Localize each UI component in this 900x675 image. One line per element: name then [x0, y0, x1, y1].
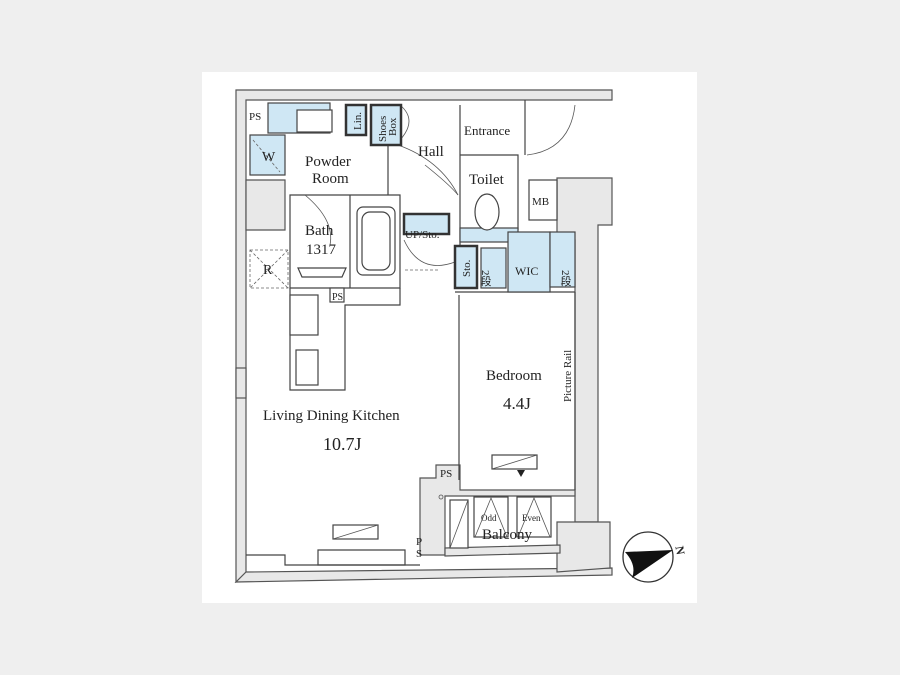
- label-ldk-size: 10.7J: [323, 434, 362, 454]
- label-washer: W: [262, 150, 276, 165]
- meter-box: [528, 179, 558, 221]
- label-bedroom: Bedroom: [486, 368, 542, 384]
- label-ps-balcony: PS: [440, 468, 452, 480]
- walk-in-closet: [507, 231, 551, 293]
- label-linen: Lin.: [352, 112, 364, 130]
- label-shelf-right: 2段: [559, 270, 572, 287]
- label-powder-room: Powder: [305, 154, 351, 170]
- label-toilet: Toilet: [469, 172, 505, 188]
- label-entrance: Entrance: [464, 123, 510, 138]
- label-powder-room-2: Room: [312, 171, 349, 187]
- label-picture-rail: Picture Rail: [562, 350, 574, 402]
- label-ldk: Living Dining Kitchen: [263, 408, 400, 424]
- kitchen-sink: [295, 349, 319, 386]
- fridge-space: [249, 249, 289, 289]
- label-balcony: Balcony: [482, 527, 532, 543]
- bath-sink: [297, 267, 347, 278]
- label-odd: Odd: [481, 513, 497, 523]
- label-hall: Hall: [418, 144, 444, 160]
- washer-space: [249, 134, 286, 176]
- label-shoes: Shoes: [377, 116, 389, 142]
- storage-closet: [453, 244, 479, 290]
- label-meter-box: MB: [532, 196, 549, 208]
- room-labels: PS Lin. Shoes Box Entrance W Powder Room…: [249, 111, 574, 560]
- label-bath: Bath: [305, 223, 334, 239]
- up-storage: [402, 212, 451, 236]
- label-box: Box: [387, 117, 399, 136]
- linen-closet: [344, 103, 368, 137]
- label-ps-balcony-p: P: [416, 536, 422, 548]
- label-ps-kitchen: PS: [332, 292, 343, 303]
- compass-icon: N: [622, 531, 688, 583]
- north-label: N: [672, 545, 687, 556]
- label-ps-top: PS: [249, 111, 261, 123]
- kitchen-counter: [289, 294, 319, 336]
- toilet-bowl: [474, 193, 500, 231]
- label-storage: Sto.: [461, 259, 473, 277]
- label-refrigerator: R: [263, 263, 273, 278]
- fixtures: [249, 102, 576, 549]
- label-shelf-left: 2段: [479, 270, 492, 287]
- label-ps-balcony-s: S: [416, 548, 422, 560]
- label-up-storage: UP/Sto.: [405, 229, 440, 241]
- label-bath-size: 1317: [306, 242, 337, 258]
- shoes-box: [369, 103, 403, 147]
- label-bedroom-size: 4.4J: [503, 394, 531, 413]
- label-wic: WIC: [515, 264, 538, 278]
- label-even: Even: [522, 513, 541, 523]
